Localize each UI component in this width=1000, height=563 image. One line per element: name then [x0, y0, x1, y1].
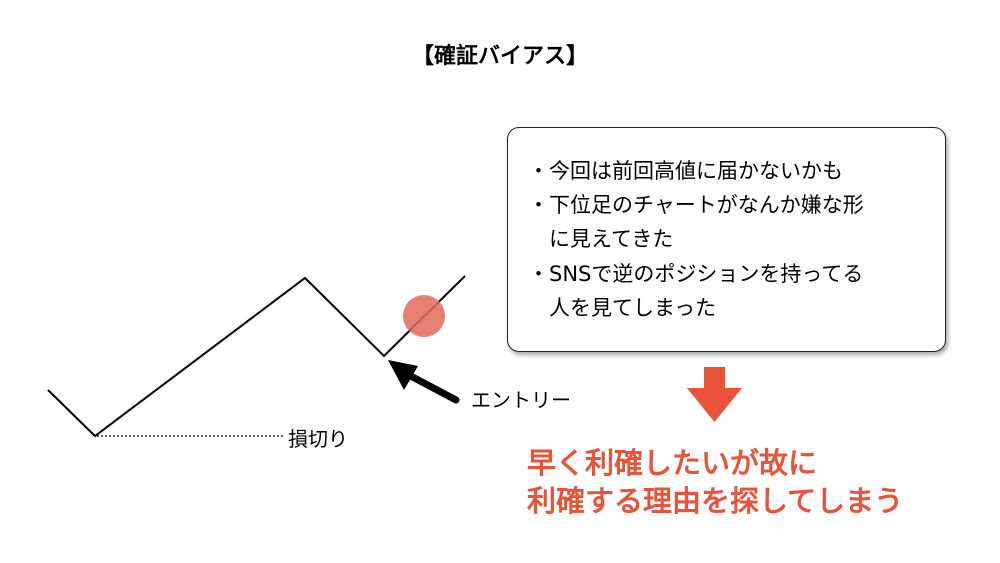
down-arrow-icon [687, 367, 742, 422]
callout-line: に見えてきた [528, 227, 674, 251]
callout-line: 人を見てしまった [528, 296, 717, 320]
stop-loss-label: 損切り [288, 427, 348, 451]
price-path [47, 275, 466, 438]
entry-marker [403, 295, 445, 337]
callout-line: ・SNSで逆のポジションを持ってる [528, 262, 864, 286]
entry-label: エントリー [471, 388, 571, 412]
thought-callout-box: ・今回は前回高値に届かないかも ・下位足のチャートがなんか嫌な形 に見えてきた … [507, 127, 946, 352]
callout-line: ・今回は前回高値に届かないかも [528, 159, 843, 183]
conclusion-line-1: 早く利確したいが故に [527, 446, 818, 480]
conclusion-line-2: 利確する理由を探してしまう [527, 484, 904, 518]
entry-arrow-head [388, 360, 418, 390]
entry-arrow-shaft [401, 369, 460, 404]
callout-line: ・下位足のチャートがなんか嫌な形 [528, 193, 864, 217]
page-title: 【確証バイアス】 [411, 44, 588, 69]
